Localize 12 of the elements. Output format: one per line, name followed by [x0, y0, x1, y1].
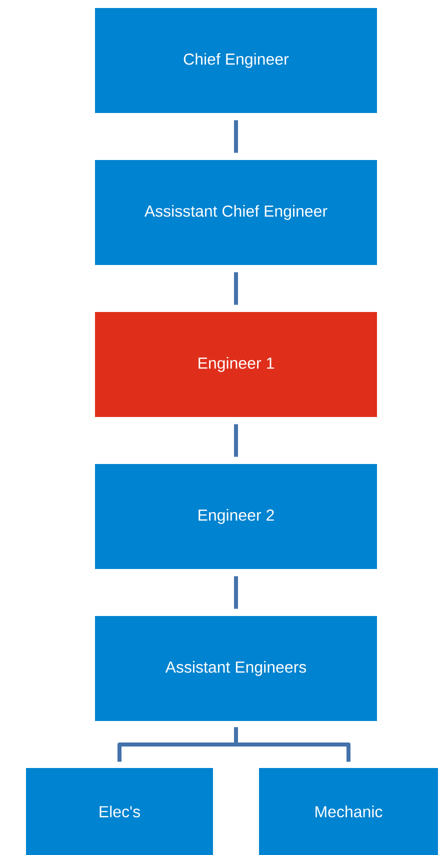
connector-line — [234, 576, 238, 609]
connector-line — [234, 727, 350, 762]
org-box: Elec's — [26, 768, 213, 855]
org-box: Assistant Engineers — [95, 616, 377, 721]
org-box: Mechanic — [259, 768, 438, 855]
org-box: Assisstant Chief Engineer — [95, 160, 377, 265]
org-box: Engineer 1 — [95, 312, 377, 417]
connector-line — [234, 424, 238, 457]
connector-line — [234, 272, 238, 305]
connector-line — [234, 120, 238, 153]
org-box: Engineer 2 — [95, 464, 377, 569]
org-box: Chief Engineer — [95, 8, 377, 114]
